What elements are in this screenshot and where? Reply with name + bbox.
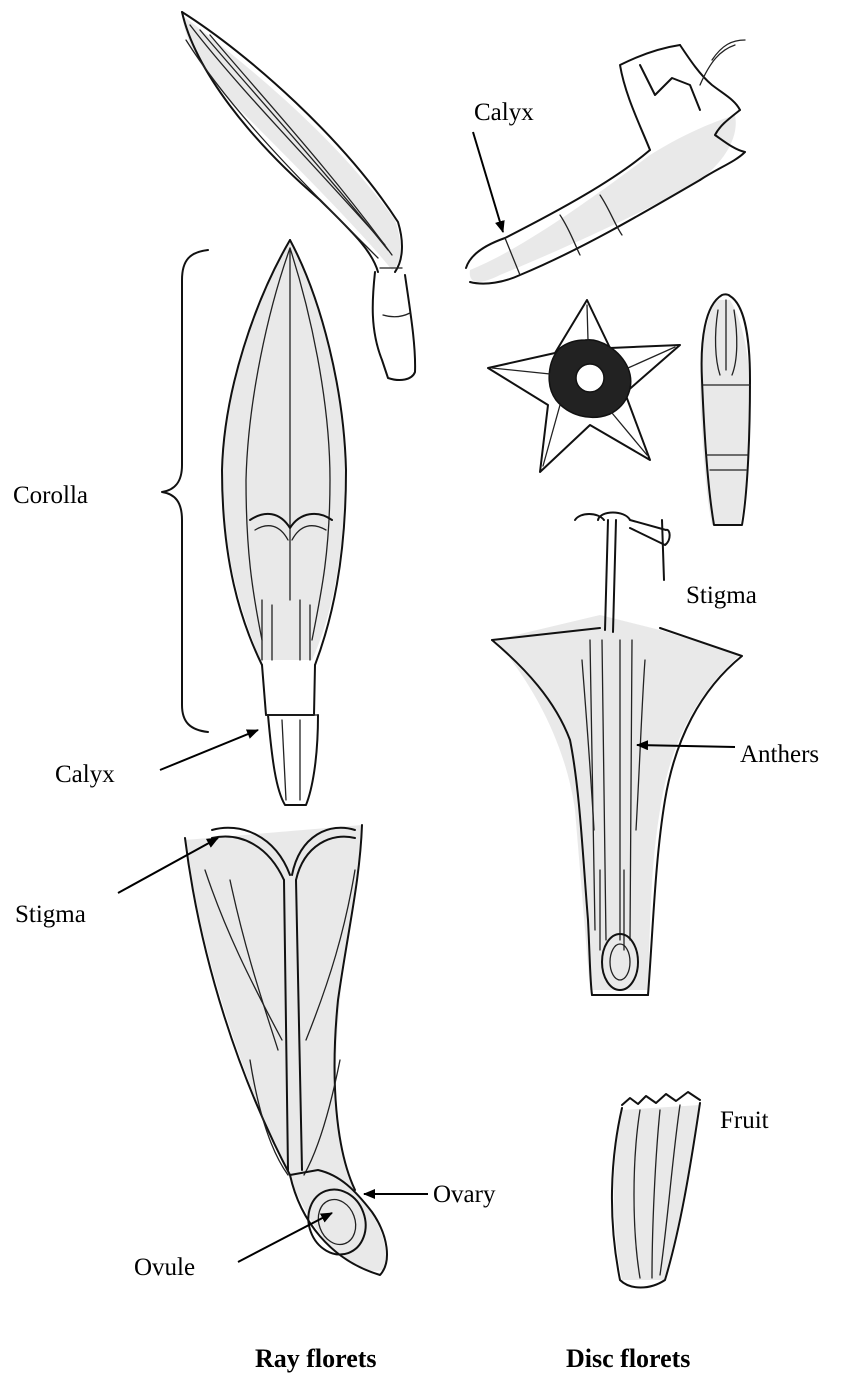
disc-floret-bud-drawing <box>700 294 750 525</box>
disc-fruit-drawing <box>612 1092 700 1288</box>
disc-floret-side-drawing <box>466 40 745 284</box>
caption-disc-florets: Disc florets <box>566 1344 690 1373</box>
label-stigma-disc: Stigma <box>686 582 757 609</box>
label-ovary: Ovary <box>433 1181 496 1208</box>
corolla-bracket <box>162 250 208 732</box>
label-stigma-ray: Stigma <box>15 901 86 928</box>
label-corolla: Corolla <box>13 482 88 509</box>
ray-floret-section-drawing <box>185 825 387 1275</box>
arrow-ovule <box>238 1213 332 1262</box>
label-fruit: Fruit <box>720 1107 769 1134</box>
label-ovule: Ovule <box>134 1254 195 1281</box>
arrow-calyx-ray <box>160 730 258 770</box>
label-calyx-ray: Calyx <box>55 761 115 788</box>
label-calyx-disc: Calyx <box>474 99 534 126</box>
label-anthers: Anthers <box>740 741 819 768</box>
disc-floret-top-drawing <box>488 300 680 472</box>
ray-floret-tubular-drawing <box>222 240 346 805</box>
arrow-calyx-disc <box>473 132 503 232</box>
caption-ray-florets: Ray florets <box>255 1344 377 1373</box>
